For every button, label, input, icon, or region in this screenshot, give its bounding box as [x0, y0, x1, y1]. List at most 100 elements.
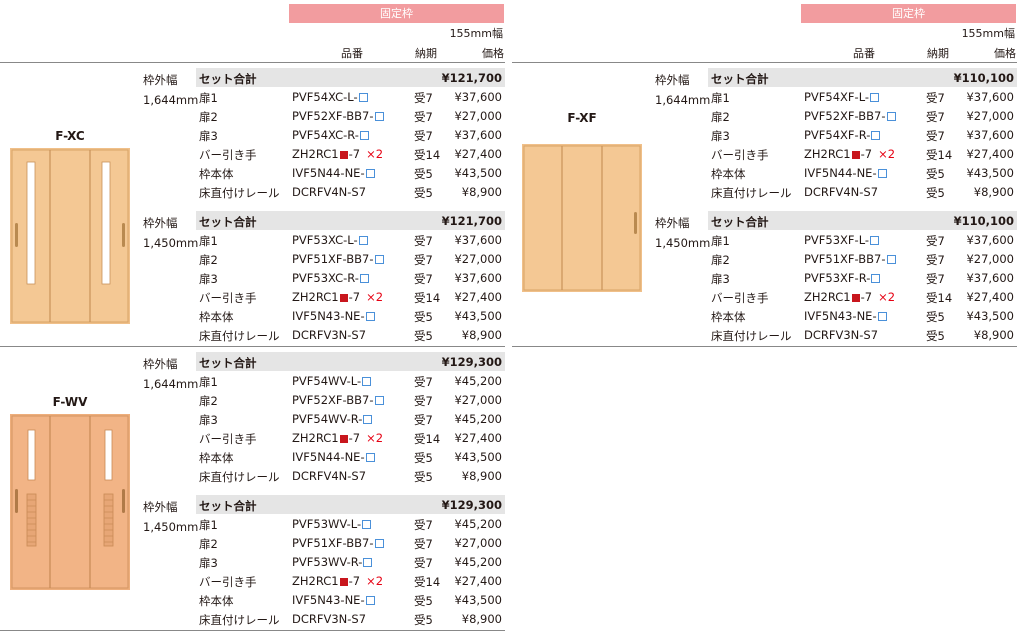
- item-code: PVF51XF-BB7-: [292, 252, 374, 266]
- item-lead-time: 受7: [414, 537, 433, 551]
- item-price: ¥8,900: [973, 185, 1014, 199]
- frame-width-value: 1,644mm: [655, 93, 711, 107]
- item-code: PVF53XC-L-: [292, 233, 358, 247]
- item-price: ¥27,400: [454, 147, 502, 161]
- item-price: ¥27,400: [966, 290, 1014, 304]
- item-name: 床直付けレール: [199, 186, 280, 200]
- item-code: DCRFV4N-S7: [292, 185, 367, 199]
- col-noki: 納期: [927, 47, 949, 60]
- color-code-placeholder-icon: [374, 255, 384, 264]
- item-code: PVF51XF-BB7-: [292, 536, 374, 550]
- set-total-row: セット合計 ¥129,300: [196, 495, 505, 514]
- color-code-placeholder-icon: [365, 169, 375, 178]
- item-code-cell: IVF5N43-NE-: [804, 309, 887, 323]
- frame-width-label: 枠外幅: [655, 73, 690, 87]
- color-code-placeholder-icon: [886, 112, 896, 121]
- set-total-row: セット合計 ¥110,100: [708, 68, 1017, 87]
- item-price: ¥27,000: [454, 393, 502, 407]
- item-code-cell: PVF54XC-L-: [292, 90, 368, 104]
- item-code-cell: PVF52XF-BB7-: [804, 109, 896, 123]
- door-image-fxf: [522, 144, 642, 292]
- item-name: 枠本体: [711, 167, 746, 181]
- item-price: ¥37,600: [966, 233, 1014, 247]
- item-name: 扉2: [711, 110, 730, 124]
- quantity-note: ×2: [366, 431, 384, 445]
- item-code-cell: IVF5N44-NE-: [804, 166, 887, 180]
- color-code-square-icon: [339, 151, 348, 159]
- item-code-cell: IVF5N44-NE-: [292, 166, 375, 180]
- item-lead-time: 受5: [926, 186, 945, 200]
- set-total-label: セット合計: [711, 215, 769, 229]
- item-code: IVF5N44-NE-: [804, 166, 877, 180]
- divider: [512, 346, 1017, 347]
- set-total-row: セット合計 ¥121,700: [196, 211, 505, 230]
- color-code-placeholder-icon: [359, 131, 369, 140]
- set-total-label: セット合計: [199, 356, 257, 370]
- color-code-placeholder-icon: [359, 274, 369, 283]
- item-name: バー引き手: [199, 432, 257, 446]
- item-price: ¥27,000: [454, 536, 502, 550]
- item-code: IVF5N43-NE-: [292, 309, 365, 323]
- item-price: ¥8,900: [461, 328, 502, 342]
- item-lead-time: 受5: [926, 310, 945, 324]
- color-code-square-icon: [339, 435, 348, 443]
- item-price: ¥43,500: [966, 166, 1014, 180]
- item-code-cell: PVF52XF-BB7-: [292, 393, 384, 407]
- frame-width-label: 枠外幅: [143, 357, 178, 371]
- item-code-suffix: -7: [860, 290, 873, 304]
- item-name: 扉2: [711, 253, 730, 267]
- color-code-square-icon: [851, 294, 860, 302]
- item-price: ¥37,600: [454, 90, 502, 104]
- item-price: ¥27,400: [454, 431, 502, 445]
- item-code-cell: ZH2RC1-7×2: [804, 147, 895, 161]
- set-total-price: ¥121,700: [441, 71, 502, 85]
- frame-width-value: 1,450mm: [143, 520, 199, 534]
- item-code: PVF53WV-R-: [292, 555, 363, 569]
- item-name: 扉1: [199, 518, 218, 532]
- item-code: ZH2RC1: [292, 431, 339, 445]
- color-code-placeholder-icon: [374, 112, 384, 121]
- item-code-cell: DCRFV4N-S7: [292, 469, 366, 483]
- item-name: バー引き手: [199, 575, 257, 589]
- color-code-square-icon: [339, 294, 348, 302]
- item-name: 床直付けレール: [711, 186, 792, 200]
- item-code-cell: PVF51XF-BB7-: [292, 536, 384, 550]
- color-code-placeholder-icon: [365, 596, 375, 605]
- item-code: DCRFV4N-S7: [292, 469, 367, 483]
- set-total-price: ¥129,300: [441, 498, 502, 512]
- color-code-placeholder-icon: [871, 131, 881, 140]
- item-code: IVF5N43-NE-: [804, 309, 877, 323]
- color-code-placeholder-icon: [877, 312, 887, 321]
- item-lead-time: 受14: [414, 432, 441, 446]
- item-lead-time: 受5: [414, 310, 433, 324]
- door-image-fxc: [10, 148, 130, 324]
- divider: [0, 630, 505, 631]
- item-code-cell: PVF53WV-L-: [292, 517, 372, 531]
- item-code-cell: PVF53WV-R-: [292, 555, 373, 569]
- item-code: PVF51XF-BB7-: [804, 252, 886, 266]
- item-price: ¥45,200: [454, 374, 502, 388]
- divider: [0, 62, 505, 63]
- item-code-suffix: -7: [860, 147, 873, 161]
- item-name: 扉2: [199, 537, 218, 551]
- item-code: PVF54XF-R-: [804, 128, 871, 142]
- width-note: 155mm幅: [449, 27, 503, 40]
- item-name: 枠本体: [199, 594, 234, 608]
- item-code-cell: PVF53XC-L-: [292, 233, 368, 247]
- item-code-cell: PVF54WV-R-: [292, 412, 373, 426]
- item-lead-time: 受7: [414, 234, 433, 248]
- item-name: 扉3: [199, 272, 218, 286]
- col-hinban: 品番: [853, 47, 875, 60]
- color-code-placeholder-icon: [358, 236, 368, 245]
- item-name: 床直付けレール: [199, 470, 280, 484]
